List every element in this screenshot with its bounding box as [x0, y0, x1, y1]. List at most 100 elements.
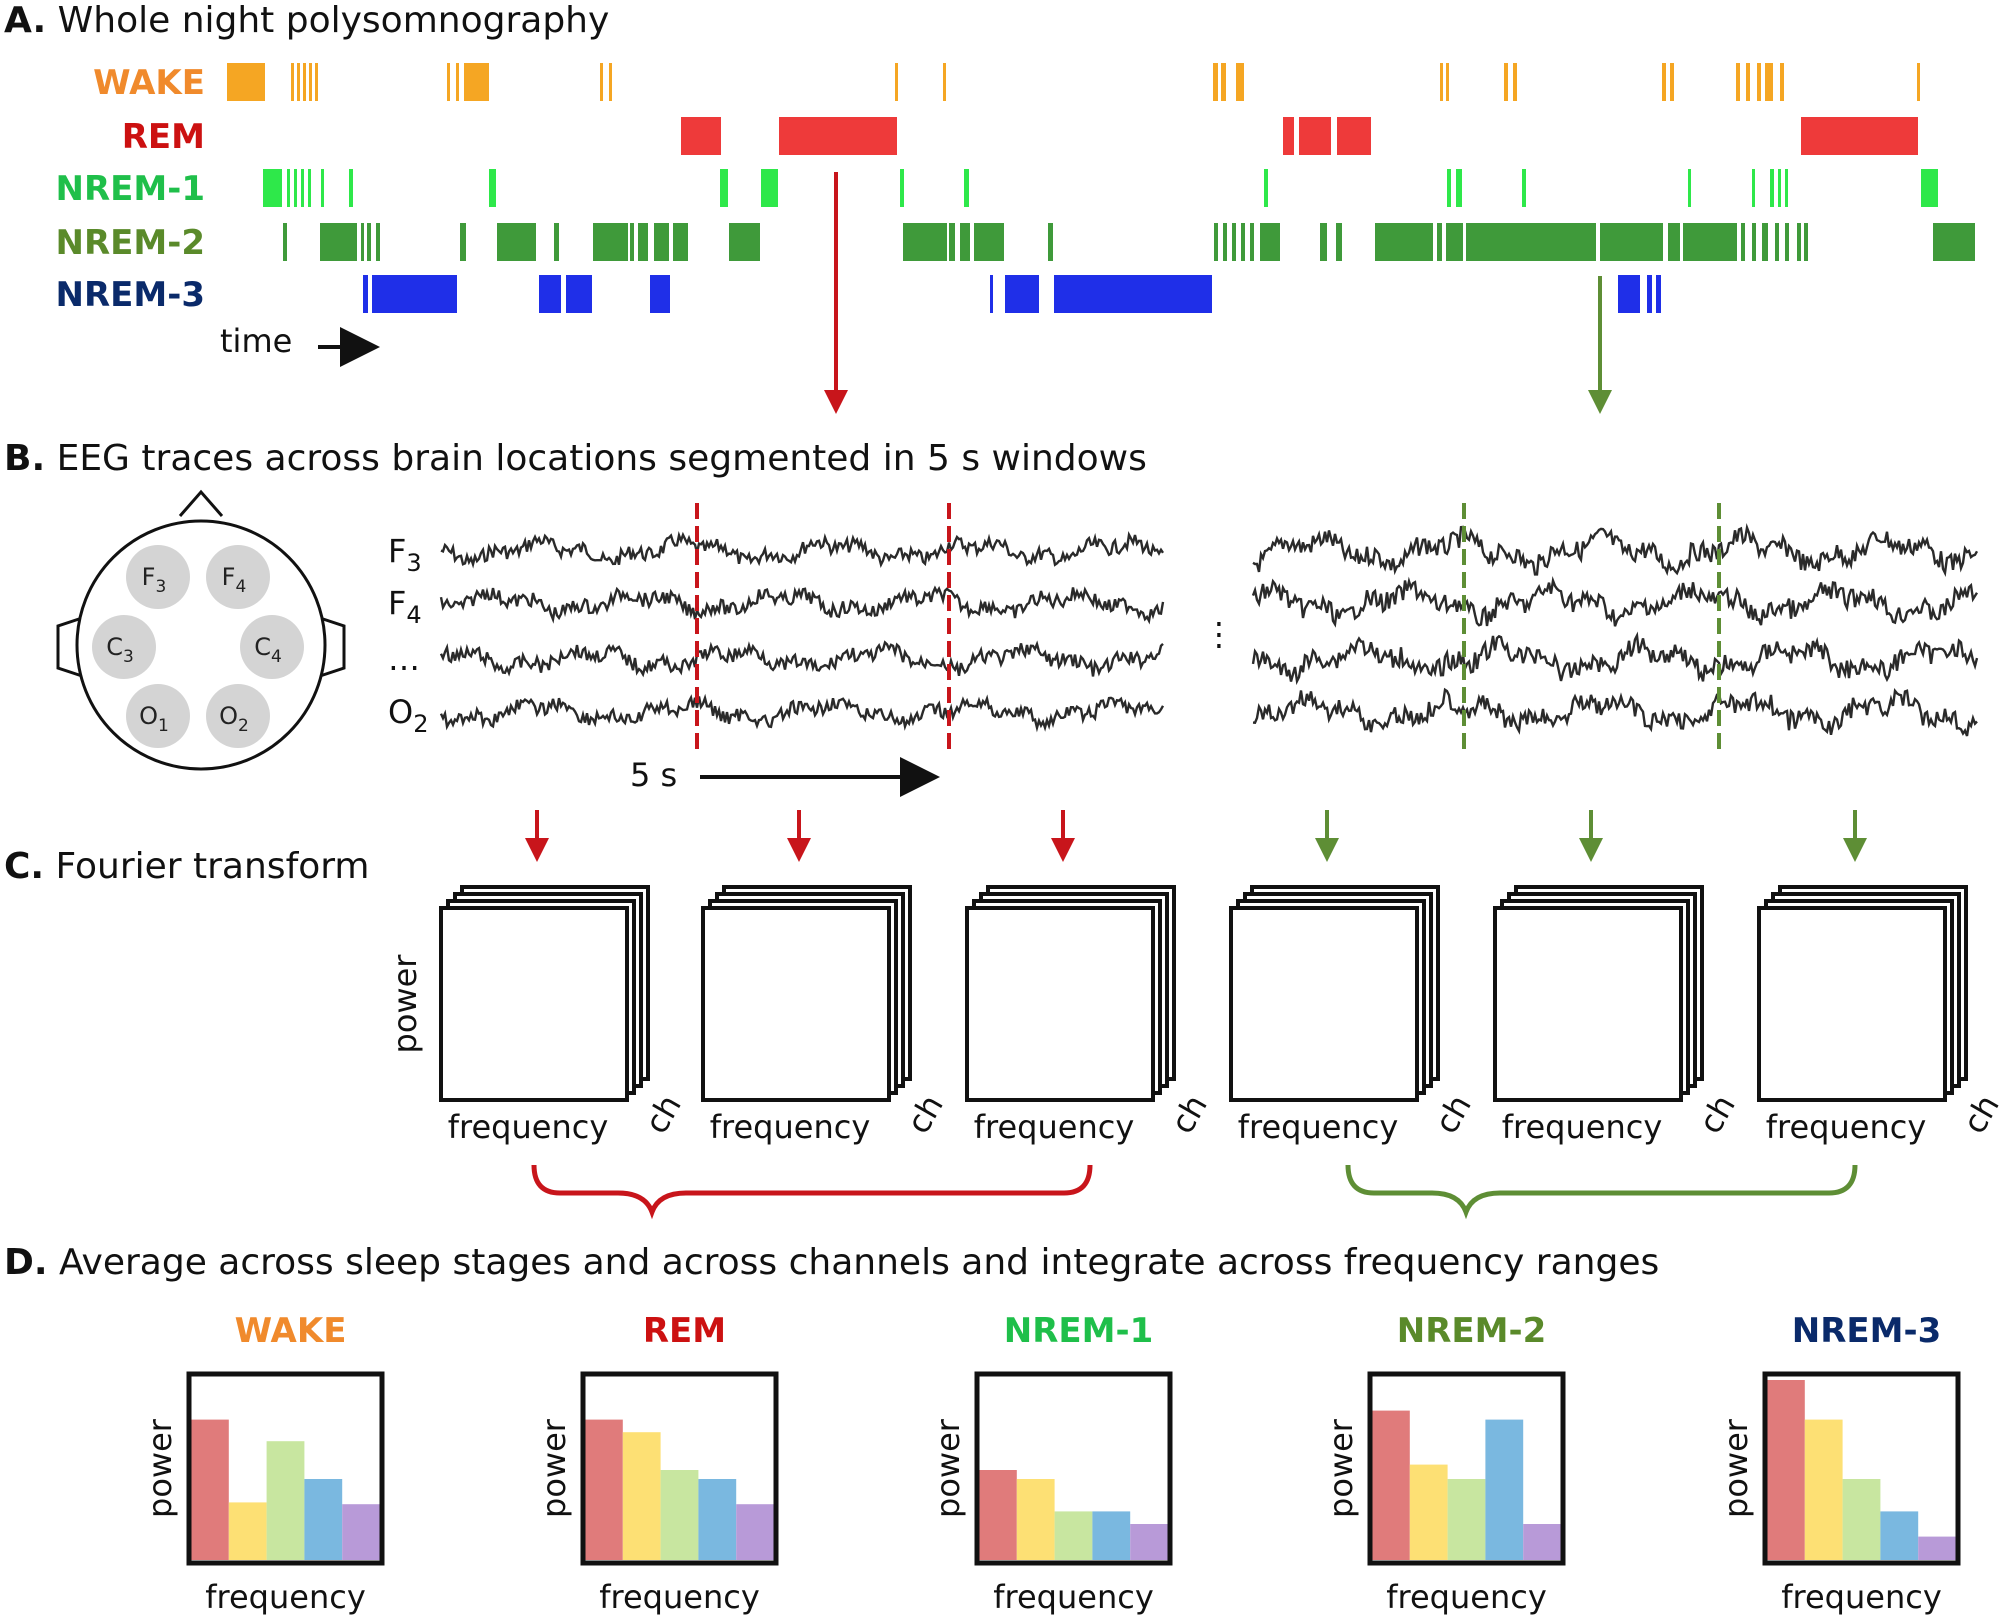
eeg-trace	[439, 693, 1165, 733]
nrem2-connector-arrow	[1588, 276, 1612, 414]
bar-4	[1880, 1511, 1919, 1560]
electrode-f3	[126, 545, 190, 609]
chart-xlabel: frequency	[205, 1578, 366, 1616]
hypnogram-label-nrem1: NREM-1	[56, 169, 205, 209]
hypnogram-segment-nrem1	[1522, 169, 1526, 207]
bar-4	[698, 1479, 737, 1560]
bar-2	[1409, 1464, 1448, 1560]
frequency-axis-label: frequency	[1502, 1108, 1663, 1146]
hypnogram-segment-nrem2	[729, 223, 760, 261]
hypnogram-segment-wake	[1440, 63, 1443, 101]
stage-average-charts: WAKEpowerfrequencyREMpowerfrequencyNREM-…	[141, 1311, 1961, 1616]
hypnogram-segment-wake	[1736, 63, 1740, 101]
hypnogram-segment-nrem3	[990, 275, 993, 313]
hypnogram-segment-wake	[1213, 63, 1218, 101]
channel-axis-label: ch	[1427, 1088, 1479, 1140]
eeg-trace	[1251, 631, 1979, 686]
hypnogram-segment-nrem1	[294, 169, 297, 207]
electrode-label: C4	[254, 633, 282, 667]
hypnogram-segment-nrem1	[1688, 169, 1691, 207]
hypnogram-segment-nrem2	[1223, 223, 1227, 261]
eeg-trace	[439, 640, 1164, 678]
hypnogram-segment-wake	[1513, 63, 1517, 101]
hypnogram-segment-nrem1	[263, 169, 282, 207]
hypnogram-segment-wake	[1746, 63, 1750, 101]
hypnogram-segment-nrem1	[308, 169, 311, 207]
hypnogram-segment-nrem2	[1933, 223, 1975, 261]
chart-title: NREM-2	[1397, 1311, 1546, 1351]
chart-ylabel: power	[1717, 1418, 1755, 1518]
hypnogram-segment-wake	[1917, 63, 1920, 101]
window-arrowhead	[525, 838, 549, 862]
hypnogram-segment-nrem2	[1752, 223, 1756, 261]
hypnogram-segment-nrem1	[349, 169, 353, 207]
hypnogram-segment-nrem2	[593, 223, 628, 261]
hypnogram-segment-nrem2	[673, 223, 688, 261]
hypnogram-segment-nrem2	[638, 223, 648, 261]
hypnogram-segment-nrem1	[1921, 169, 1938, 207]
hypnogram-segment-wake	[1670, 63, 1674, 101]
eeg-trace	[440, 530, 1164, 569]
hypnogram-segment-nrem1	[1447, 169, 1451, 207]
hypnogram-segment-nrem3	[1647, 275, 1652, 313]
chart-title: NREM-3	[1792, 1311, 1941, 1351]
bar-2	[228, 1502, 267, 1560]
hypnogram-segment-nrem1	[900, 169, 904, 207]
bar-2	[622, 1432, 661, 1560]
spectrum-layer	[965, 906, 1155, 1102]
eeg-trace	[1252, 687, 1978, 737]
channel-axis-label: ch	[1163, 1088, 1215, 1140]
hypnogram-segment-nrem3	[1618, 275, 1640, 313]
hypnogram-segment-wake	[447, 63, 450, 101]
electrode-label: C3	[106, 633, 134, 667]
hypnogram-segment-wake	[609, 63, 612, 101]
electrode-o1	[126, 684, 190, 748]
hypnogram-segment-nrem2	[1336, 223, 1342, 261]
hypnogram-segment-nrem3	[1005, 275, 1039, 313]
time-label: time	[220, 322, 292, 360]
hypnogram-segment-wake	[1446, 63, 1449, 101]
bar-5	[1918, 1536, 1956, 1560]
bar-5	[736, 1504, 774, 1560]
bar-4	[304, 1479, 343, 1560]
hypnogram-segment-wake	[297, 63, 300, 101]
hypnogram-segment-wake	[1221, 63, 1226, 101]
nose-icon	[178, 489, 224, 517]
hypnogram-segment-nrem2	[1785, 223, 1789, 261]
hypnogram-segment-nrem1	[964, 169, 969, 207]
hypnogram-segment-nrem2	[1775, 223, 1779, 261]
hypnogram-segment-nrem2	[367, 223, 371, 261]
hypnogram-segment-nrem1	[1770, 169, 1774, 207]
hypnogram-segment-nrem2	[1241, 223, 1245, 261]
bar-5	[1130, 1524, 1168, 1560]
hypnogram-segment-nrem2	[1320, 223, 1327, 261]
section-b-title: B. EEG traces across brain locations seg…	[4, 438, 1147, 479]
hypnogram-segment-wake	[1504, 63, 1508, 101]
hypnogram-segment-nrem2	[1741, 223, 1745, 261]
frequency-axis-label: frequency	[974, 1108, 1135, 1146]
spectrum-layer	[701, 906, 891, 1102]
hypnogram-segment-nrem2	[1762, 223, 1768, 261]
hypnogram-segment-wake	[1765, 63, 1773, 101]
hypnogram-segment-wake	[1662, 63, 1666, 101]
frequency-axis-label: frequency	[710, 1108, 871, 1146]
hypnogram-segment-nrem3	[1054, 275, 1212, 313]
spectrum-layer	[1229, 906, 1419, 1102]
section-c-title: C. Fourier transform	[4, 846, 370, 887]
hypnogram-segment-nrem1	[301, 169, 304, 207]
hypnogram-segment-nrem2	[903, 223, 947, 261]
bar-1	[585, 1419, 623, 1560]
hypnogram-segment-nrem2	[1437, 223, 1442, 261]
window-arrowhead	[787, 838, 811, 862]
hypnogram-segment-nrem3	[372, 275, 457, 313]
hypnogram-segment-wake	[227, 63, 265, 101]
hypnogram-segment-wake	[291, 63, 294, 101]
hypnogram-segment-nrem2	[320, 223, 357, 261]
hypnogram-segment-nrem1	[1264, 169, 1268, 207]
chart-ylabel: power	[1322, 1418, 1360, 1518]
